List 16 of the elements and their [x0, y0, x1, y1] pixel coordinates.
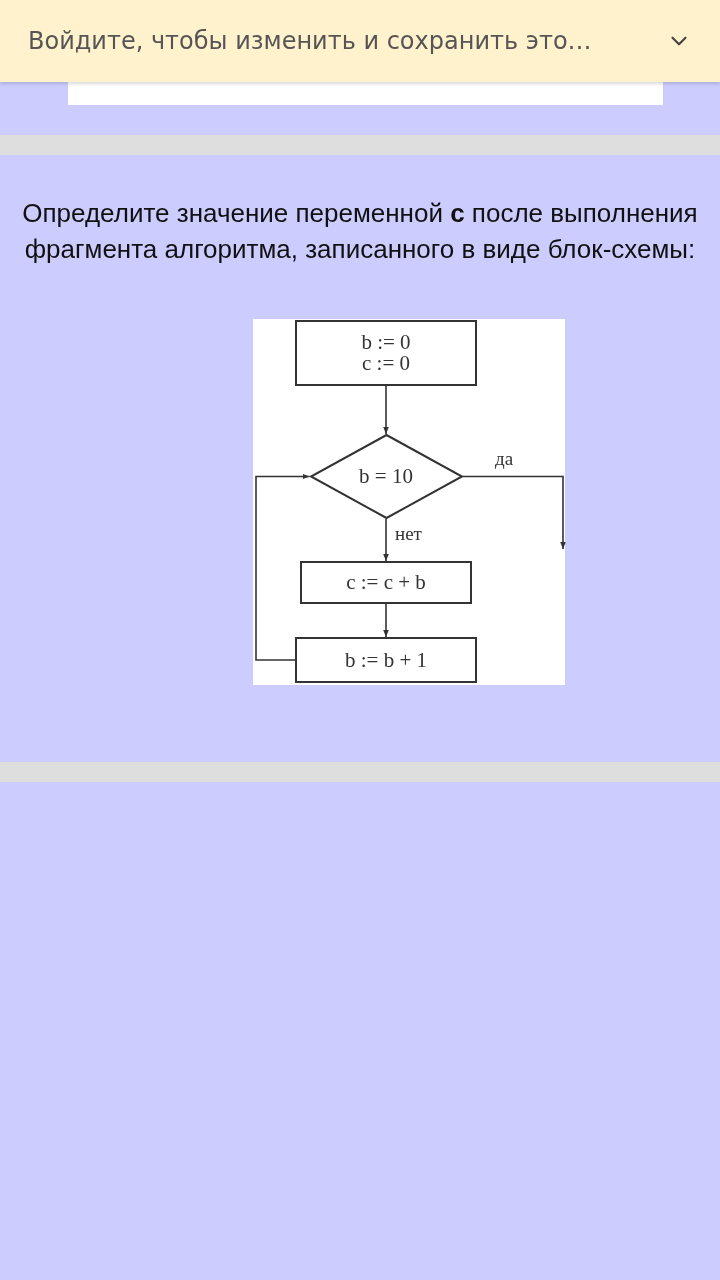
banner-text: Войдите, чтобы изменить и сохранить это…	[28, 27, 592, 55]
process-box	[295, 637, 477, 683]
arrow	[383, 518, 389, 562]
statement-text: c := 0	[362, 353, 410, 374]
statement-text: c := c + b	[346, 572, 426, 593]
statement-text: b = 10	[359, 466, 413, 487]
process-box	[300, 561, 472, 604]
statement-text: b := b + 1	[345, 649, 427, 671]
arrow	[383, 385, 389, 435]
arrow	[255, 473, 311, 661]
process-box	[295, 320, 477, 386]
statement-text: b := 0	[361, 332, 411, 353]
question-text: Определите значение переменной c после выполнения фрагмента алгоритма, записанного в виде блок-схемы:	[21, 197, 699, 266]
arrow	[383, 603, 389, 638]
decision-diamond	[309, 434, 463, 519]
arrow	[461, 475, 566, 550]
